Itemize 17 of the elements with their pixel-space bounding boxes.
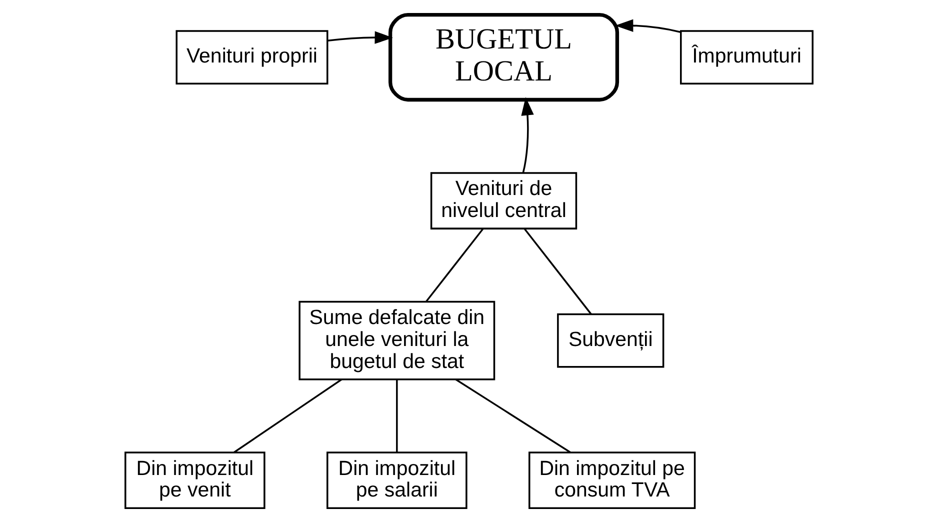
node-box: Venituri proprii [175, 30, 328, 84]
node-box: Sume defalcate din unele venituri la bugetul de stat [298, 300, 495, 380]
connector [425, 228, 484, 302]
node-box: Venituri de nivelul central [430, 172, 577, 229]
node-box: Din impozitul pe venit [124, 451, 265, 509]
connector [233, 378, 342, 453]
node-box: Împrumuturi [680, 30, 813, 84]
node-box: BUGETUL LOCAL [388, 12, 619, 102]
node-box: Din impozitul pe consum TVA [528, 451, 696, 509]
arrow [614, 18, 680, 32]
connector [523, 228, 592, 314]
arrow [520, 96, 534, 172]
connector [454, 378, 570, 453]
arrow [327, 30, 392, 44]
node-box: Subvenții [556, 312, 664, 368]
node-box: Din impozitul pe salarii [326, 451, 467, 509]
connector [396, 378, 398, 452]
